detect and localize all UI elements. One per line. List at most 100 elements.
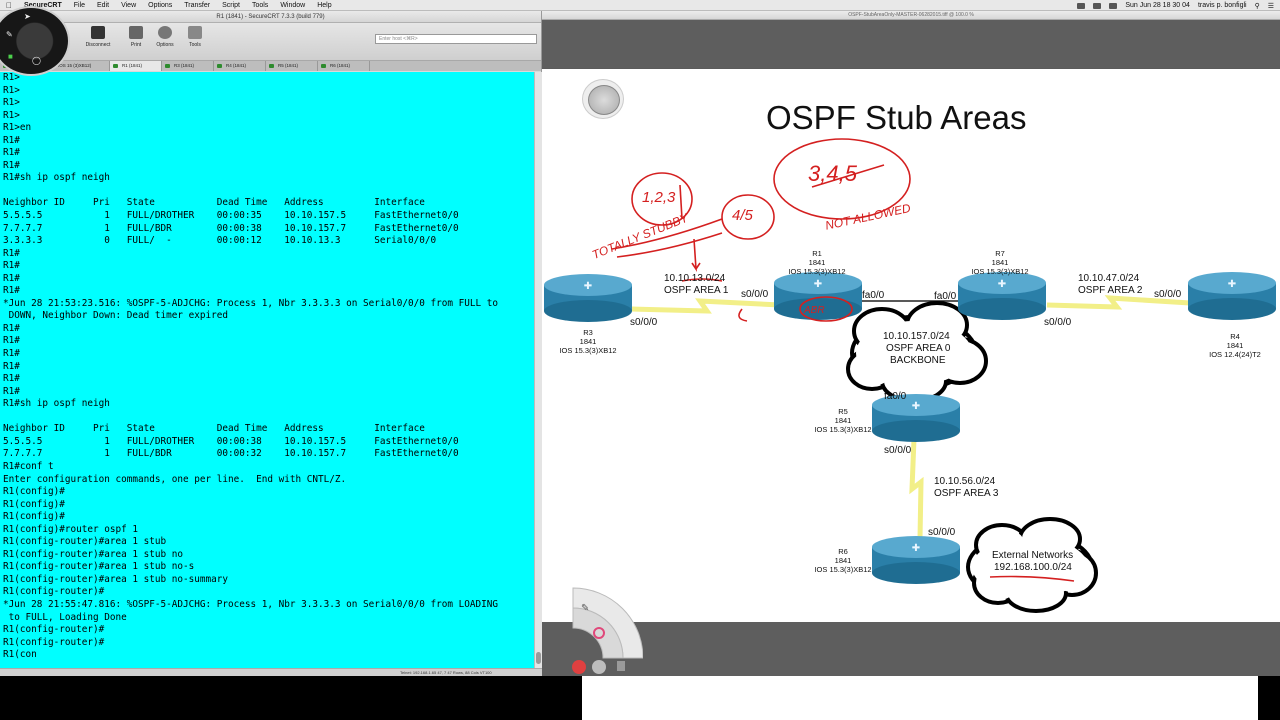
marker-icon[interactable]: ■: [8, 52, 13, 61]
menubar-clock[interactable]: Sun Jun 28 18 30 04: [1125, 2, 1190, 9]
tab-session-r4[interactable]: R4 (1841): [214, 61, 266, 71]
securecrt-window: R1 (1841) - SecureCRT 7.3.3 (build 779) …: [0, 11, 542, 676]
spotlight-icon[interactable]: ⚲: [1254, 2, 1260, 10]
area1-network: 10.10.13.0/24: [664, 273, 726, 284]
terminal-line: R1#: [3, 285, 20, 297]
if-r1-s0: s0/0/0: [741, 289, 769, 300]
terminal-line: R1#: [3, 272, 20, 284]
color-wheel-icon: [593, 627, 605, 639]
apple-icon[interactable]: : [0, 1, 18, 10]
pen-icon[interactable]: ✎: [6, 30, 13, 39]
trash-icon: [617, 661, 625, 671]
terminal-line: Enter configuration commands, one per li…: [3, 473, 347, 485]
r4-ios: IOS 12.4(24)T2: [1209, 350, 1261, 359]
terminal-line: R1#: [3, 348, 20, 360]
tools-button[interactable]: Tools: [175, 26, 215, 48]
menu-transfer[interactable]: Transfer: [184, 1, 211, 9]
host-input[interactable]: Enter host <⌘R>: [375, 34, 537, 44]
router-r5-icon: ✚: [872, 394, 960, 442]
svg-text:✚: ✚: [1228, 279, 1236, 290]
r7-model: 1841: [991, 258, 1009, 267]
disconnect-button[interactable]: Disconnect: [78, 26, 118, 48]
terminal-line: R1#sh ip ospf neigh: [3, 398, 110, 410]
menu-app-name[interactable]: SecureCRT: [24, 1, 62, 9]
backbone-network: 10.10.157.0/24: [883, 331, 950, 342]
if-r7-s0: s0/0/0: [1044, 317, 1072, 328]
router-r5-label: R5 1841 IOS 15.3(3)XB12: [808, 407, 878, 434]
record-button[interactable]: [582, 79, 624, 119]
undo-icon: [572, 660, 586, 674]
terminal-line: R1(con: [3, 649, 37, 661]
r6-ios: IOS 15.3(3)XB12: [814, 565, 872, 574]
volume-icon[interactable]: [1093, 2, 1102, 9]
area3-name: OSPF AREA 3: [934, 488, 999, 499]
gear-icon: [158, 26, 172, 39]
terminal-line: R1#: [3, 134, 20, 146]
terminal-line: R1#: [3, 360, 20, 372]
terminal-line: R1>: [3, 109, 20, 121]
terminal-line: R1(config-router)#area 1 stub no: [3, 548, 184, 560]
router-r7-label: R7 1841 IOS 15.3(3)XB12: [965, 249, 1035, 276]
menu-bar:  SecureCRT File Edit View Options Trans…: [0, 0, 1280, 11]
print-button[interactable]: Print: [116, 26, 156, 48]
scroll-thumb[interactable]: [536, 652, 541, 664]
terminal-line: R1(config)#: [3, 486, 65, 498]
terminal-line: 7.7.7.7 1 FULL/BDR 00:00:38 10.10.157.7 …: [3, 222, 459, 234]
terminal-scrollbar[interactable]: [534, 72, 542, 668]
minus-icon: [592, 660, 606, 674]
terminal-line: R1(config-router)#: [3, 586, 105, 598]
if-r6-s0: s0/0/0: [928, 527, 956, 538]
battery-icon[interactable]: [1109, 2, 1118, 9]
terminal-line: R1#: [3, 147, 20, 159]
menu-window[interactable]: Window: [280, 1, 306, 9]
router-r3-icon: ✚: [544, 274, 632, 322]
terminal-line: *Jun 28 21:55:47.816: %OSPF-5-ADJCHG: Pr…: [3, 598, 499, 610]
terminal-line: R1(config-router)#area 1 stub: [3, 536, 167, 548]
router-r3-label: R3 1841 IOS 15.3(3)XB12: [558, 328, 618, 355]
r3-model: 1841: [579, 337, 597, 346]
tab-session-r5[interactable]: R5 (1841): [266, 61, 318, 71]
network-diagram: ✚ ✚ ✚ ✚: [544, 138, 1276, 613]
terminal-line: R1(config-router)#: [3, 636, 105, 648]
menu-view[interactable]: View: [121, 1, 137, 9]
tab-session-r6[interactable]: R6 (1841): [318, 61, 370, 71]
terminal-line: R1#: [3, 373, 20, 385]
terminal-line: R1(config)#: [3, 498, 65, 510]
terminal-line: Neighbor ID Pri State Dead Time Address …: [3, 197, 425, 209]
area1-name: OSPF AREA 1: [664, 285, 729, 296]
area3-network: 10.10.56.0/24: [934, 476, 996, 487]
wifi-icon[interactable]: [1077, 2, 1086, 9]
slide-title: OSPF Stub Areas: [766, 99, 1027, 136]
menu-edit[interactable]: Edit: [97, 1, 110, 9]
menu-options[interactable]: Options: [148, 1, 173, 9]
terminal-line: R1(config-router)#area 1 stub no-summary: [3, 573, 229, 585]
menubar-user[interactable]: travis p. bonfigli: [1197, 2, 1247, 9]
terminal-line: 7.7.7.7 1 FULL/BDR 00:00:32 10.10.157.7 …: [3, 448, 459, 460]
terminal-line: R1#: [3, 322, 20, 334]
terminal-line: R1#sh ip ospf neigh: [3, 172, 110, 184]
menu-script[interactable]: Script: [222, 1, 240, 9]
r3-name: R3: [583, 328, 593, 337]
shape-icon[interactable]: ◯: [32, 56, 41, 65]
options-button[interactable]: Options: [145, 26, 185, 48]
r1-ios: IOS 15.3(3)XB12: [788, 267, 846, 276]
menu-tools[interactable]: Tools: [251, 1, 269, 9]
options-label: Options: [156, 42, 174, 48]
desktop-white-area: [582, 676, 1258, 720]
session-tabs: IOS 15 (3)XB12) R1 (1841) R3 (1841) R4 (…: [0, 61, 541, 71]
pointer-icon[interactable]: ➤: [24, 12, 31, 21]
menu-file[interactable]: File: [73, 1, 86, 9]
router-r7-icon: ✚: [958, 272, 1046, 320]
if-r4-s0: s0/0/0: [1154, 289, 1182, 300]
quick-dial-widget[interactable]: ➤ ✎ ■ ◯: [0, 6, 70, 76]
menu-help[interactable]: Help: [317, 1, 332, 9]
tab-session-r1[interactable]: R1 (1841): [110, 61, 162, 71]
svg-text:✚: ✚: [584, 281, 592, 292]
terminal-line: R1#: [3, 260, 20, 272]
notifications-icon[interactable]: ☰: [1267, 2, 1274, 10]
annotation-tool-dial[interactable]: ✎: [563, 583, 643, 693]
tab-session-r3[interactable]: R3 (1841): [162, 61, 214, 71]
link-r7-r4: [1046, 295, 1191, 310]
terminal-line: R1#: [3, 385, 20, 397]
